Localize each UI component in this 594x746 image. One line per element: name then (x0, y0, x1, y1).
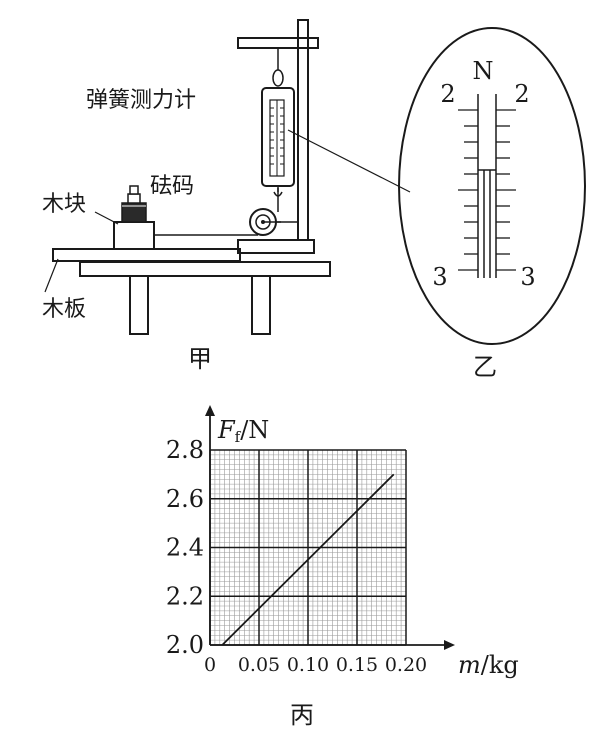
stand-pole (297, 19, 309, 241)
x-axis-label: m/kg (458, 651, 519, 679)
y-tick-label: 2.4 (166, 534, 204, 562)
spring-scale (261, 48, 295, 197)
scale-bottom-right: 3 (520, 263, 535, 291)
detail-ellipse (398, 27, 586, 345)
pulley (249, 208, 298, 236)
label-board: 木板 (42, 297, 86, 322)
scale-detail-figure: N 2 2 3 3 乙 (398, 27, 586, 381)
table-leg-right (251, 275, 271, 335)
table-top (79, 261, 331, 277)
scale-bottom-left: 3 (432, 263, 447, 291)
wooden-board (52, 248, 241, 262)
caption-c: 丙 (290, 701, 314, 729)
y-axis-label-sub: f (235, 428, 242, 446)
y-axis-label-main: F (217, 416, 236, 444)
apparatus-figure: 弹簧测力计 砝码 木块 木板 甲 (42, 19, 411, 373)
x-tick-label: 0.05 (238, 654, 280, 676)
y-tick-label: 2.8 (166, 436, 204, 464)
x-tick-label: 0.20 (385, 654, 427, 676)
caption-b: 乙 (473, 353, 497, 381)
label-spring-scale: 弹簧测力计 (86, 88, 196, 113)
x-tick-label: 0 (204, 654, 216, 676)
y-tick-label: 2.2 (166, 582, 204, 610)
x-tick-labels: 0 0.05 0.10 0.15 0.20 (204, 654, 427, 676)
x-tick-label: 0.15 (336, 654, 378, 676)
label-block: 木块 (42, 192, 86, 217)
x-axis-arrow (444, 640, 455, 650)
leader-board (44, 258, 59, 293)
x-tick-label: 0.10 (287, 654, 329, 676)
leader-block (94, 211, 119, 225)
y-axis-label: Ff/N (217, 416, 269, 446)
y-axis-arrow (205, 405, 215, 416)
x-axis-label-unit: /kg (481, 651, 519, 679)
y-tick-label: 2.6 (166, 485, 204, 513)
x-axis-label-main: m (458, 651, 481, 679)
label-weight: 砝码 (150, 174, 194, 199)
table-leg-left (129, 275, 149, 335)
y-axis-label-unit: /N (240, 416, 269, 444)
y-tick-label: 2.0 (166, 631, 204, 659)
graph-figure: 2.0 2.2 2.4 2.6 2.8 0 0.05 0.10 0.15 0.20 Ff/N m… (166, 405, 519, 729)
y-tick-labels: 2.0 2.2 2.4 2.6 2.8 (166, 436, 204, 659)
zoom-connector (287, 129, 411, 193)
stand-base (237, 239, 315, 254)
stand-arm (237, 37, 319, 49)
scale-top-left: 2 (440, 80, 455, 108)
wooden-block (113, 221, 155, 250)
caption-a: 甲 (188, 345, 212, 373)
weight (121, 185, 147, 223)
scale-top-right: 2 (514, 80, 529, 108)
scale-unit: N (473, 57, 494, 85)
data-series-line (221, 473, 395, 646)
scale-ticks (458, 109, 516, 271)
